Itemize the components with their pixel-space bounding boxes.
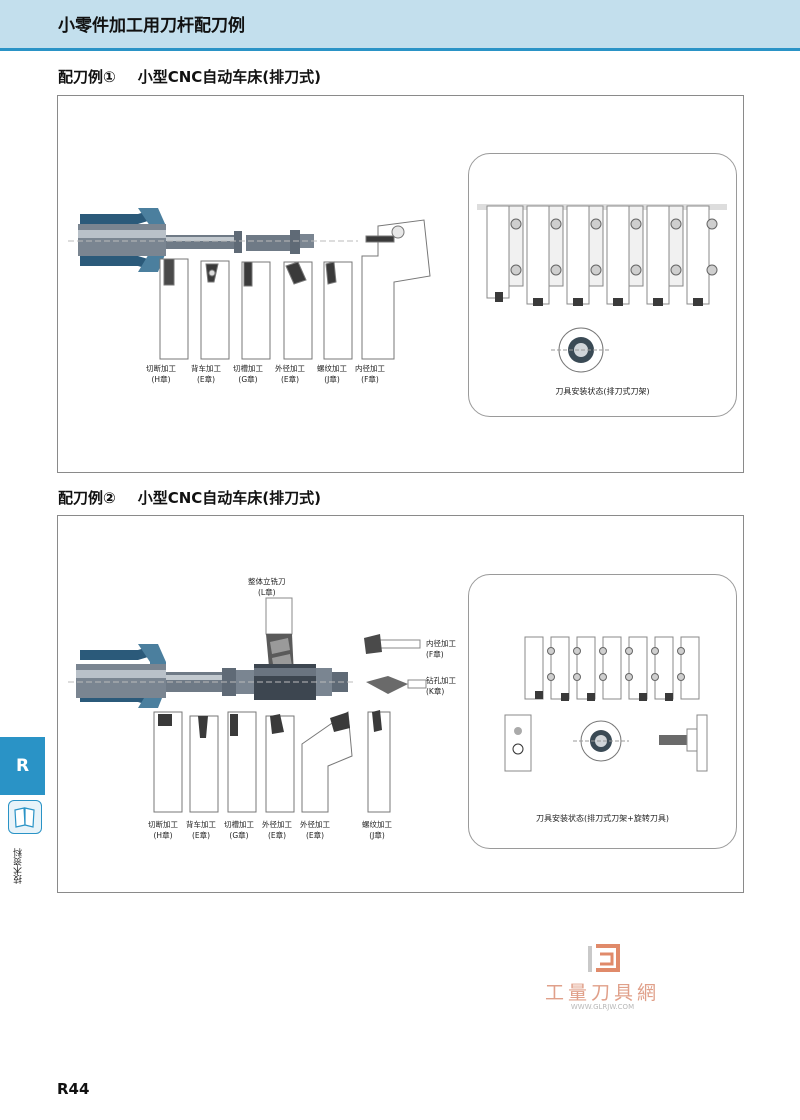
tool-id-boring-2 [364,634,421,654]
tool-label-od-turning: 外径加工(E章) [275,364,305,384]
guide-bushing-top [80,208,158,224]
tool-drill [366,676,427,694]
tool-label-threading-2: 螺纹加工(J章) [362,820,392,840]
section-2-heading: 小型CNC自动车床(排刀式) [137,489,321,507]
section-1-inset-caption: 刀具安装状态(排刀式刀架) [555,387,650,396]
section-1-diagram [68,208,431,360]
section-2-panel: 整体立铣刀(L章) 内径加工(F章) 钻孔加工(K章) 切断加工(H章) 背车加… [57,515,744,893]
tool-label-id-boring: 内径加工(F章) [355,364,385,384]
tool-label-back-turning-2: 背车加工(E章) [186,820,216,840]
tool-cutoff [159,258,189,360]
section-2-inset-caption: 刀具安装状态(排刀式刀架+旋转刀具) [536,814,669,823]
chapter-tab-r[interactable]: R [0,737,45,795]
section-2-title: 配刀例② 小型CNC自动车床(排刀式) [58,487,321,508]
section-1-title: 配刀例① 小型CNC自动车床(排刀式) [58,66,321,87]
section-1-inset: 刀具安装状态(排刀式刀架) [468,153,737,417]
section-2-inset: 刀具安装状态(排刀式刀架+旋转刀具) [468,574,737,849]
watermark-text: 工量刀具網 [544,982,660,1004]
page-header: 小零件加工用刀杆配刀例 [0,0,800,51]
page-number: R44 [57,1080,90,1098]
tool-label-threading: 螺纹加工(J章) [317,364,347,384]
gang-tool-holder-diagram [477,204,727,373]
tool-label-grooving-2: 切槽加工(G章) [224,820,254,840]
tool-id-boring [361,219,431,360]
section-1-panel: 切断加工(H章) 背车加工(E章) 切槽加工(G章) 外径加工(E章) 螺纹加工… [57,95,744,473]
tool-label-cutoff: 切断加工(H章) [146,364,176,384]
tool-label-grooving: 切槽加工(G章) [233,364,263,384]
watermark-url: WWW.GLRJW.COM [570,1003,635,1011]
section-2-diagram [68,597,427,813]
tool-grooving [241,261,271,360]
section-2-number: 配刀例② [58,489,116,507]
section-1-heading: 小型CNC自动车床(排刀式) [137,68,321,86]
tool-cutoff-2 [153,711,183,813]
watermark: 工量刀具網 WWW.GLRJW.COM [530,940,675,1020]
tool-od-turning [283,261,313,360]
tool-label-od-turning-3: 外径加工(E章) [300,820,330,840]
page-title: 小零件加工用刀杆配刀例 [58,16,245,36]
tool-label-drilling: 钻孔加工(K章) [426,676,456,696]
gang-tool-rotary-diagram [504,636,708,772]
tool-label-back-turning: 背车加工(E章) [191,364,221,384]
tool-label-cutoff-2: 切断加工(H章) [148,820,178,840]
book-icon [8,800,42,834]
watermark-logo-icon [588,944,620,972]
tool-od-turning-2 [265,715,295,813]
tool-label-end-mill: 整体立铣刀(L章) [248,577,286,597]
tool-label-od-turning-2: 外径加工(E章) [262,820,292,840]
tool-label-id-boring-2: 内径加工(F章) [426,639,456,659]
tool-threading [323,261,353,360]
guide-bushing-bottom [80,256,158,272]
side-section-label: 技术资料 [14,848,24,884]
section-1-number: 配刀例① [58,68,116,86]
tool-back-turning [200,260,230,360]
bar-stock [78,224,166,256]
